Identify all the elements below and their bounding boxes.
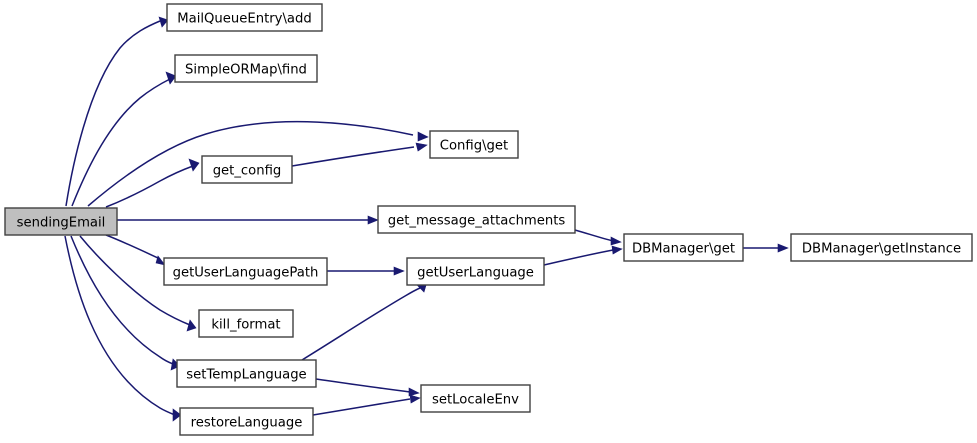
node-box[interactable]: [429, 130, 519, 159]
node-label: Config\get: [440, 139, 508, 154]
node-box[interactable]: [406, 257, 545, 286]
graph-node-SimpleORMapFind[interactable]: SimpleORMap\find: [174, 54, 318, 83]
call-edge: [543, 245, 623, 266]
node-label: DBManager\get: [632, 242, 735, 257]
call-edge: [312, 394, 421, 416]
node-label: getUserLanguagePath: [173, 266, 319, 281]
graph-node-getUserLanguagePath[interactable]: getUserLanguagePath: [163, 257, 328, 286]
call-edge: [79, 235, 197, 332]
graph-node-getUserLanguage[interactable]: getUserLanguage: [406, 257, 545, 286]
graph-node-sendingEmail[interactable]: sendingEmail: [4, 207, 118, 236]
call-edge: [301, 281, 428, 361]
node-label: SimpleORMap\find: [185, 63, 307, 78]
node-label: kill_format: [211, 318, 280, 333]
graph-node-DBManagerGetInstance[interactable]: DBManager\getInstance: [790, 233, 973, 262]
node-box[interactable]: [179, 407, 314, 436]
call-edge: [743, 243, 789, 253]
edges-layer: [64, 16, 789, 422]
graph-node-setLocaleEnv[interactable]: setLocaleEnv: [420, 384, 531, 413]
call-edge: [70, 235, 181, 371]
node-box[interactable]: [790, 233, 973, 262]
call-edge: [64, 235, 182, 422]
call-edge: [574, 229, 622, 246]
node-label: MailQueueEntry\add: [177, 12, 311, 27]
node-box[interactable]: [166, 3, 323, 32]
call-edge: [327, 266, 405, 276]
node-label: restoreLanguage: [191, 416, 303, 431]
call-edge: [65, 16, 169, 207]
node-box[interactable]: [163, 257, 328, 286]
graph-node-ConfigGet[interactable]: Config\get: [429, 130, 519, 159]
call-edge: [105, 158, 200, 208]
node-box[interactable]: [420, 384, 531, 413]
node-box[interactable]: [201, 155, 293, 184]
graph-node-DBManagerGet[interactable]: DBManager\get: [623, 233, 744, 262]
call-edge: [117, 215, 379, 225]
node-label: DBManager\getInstance: [802, 242, 961, 257]
graph-node-restoreLanguage[interactable]: restoreLanguage: [179, 407, 314, 436]
call-edge: [71, 71, 177, 207]
node-label: sendingEmail: [17, 216, 106, 231]
nodes-layer: sendingEmail MailQueueEntry\addSimpleORMa…: [4, 3, 973, 436]
node-label: setTempLanguage: [186, 368, 306, 383]
call-edge: [105, 234, 166, 266]
graph-node-setTempLanguage[interactable]: setTempLanguage: [176, 359, 317, 388]
graph-node-MailQueueEntryAdd[interactable]: MailQueueEntry\add: [166, 3, 323, 32]
graph-node-killFormat[interactable]: kill_format: [198, 309, 294, 338]
node-label: getUserLanguage: [417, 266, 534, 281]
node-label: setLocaleEnv: [432, 393, 519, 408]
node-box[interactable]: [176, 359, 317, 388]
call-edge: [87, 120, 429, 207]
node-box[interactable]: [4, 207, 118, 236]
node-label: get_config: [213, 164, 282, 179]
node-box[interactable]: [198, 309, 294, 338]
node-box[interactable]: [623, 233, 744, 262]
call-edge: [315, 378, 420, 397]
graph-node-getConfig[interactable]: get_config: [201, 155, 293, 184]
graph-node-getMessageAttachments[interactable]: get_message_attachments: [377, 205, 576, 234]
node-label: get_message_attachments: [388, 214, 566, 229]
node-box[interactable]: [377, 205, 576, 234]
call-edge: [291, 142, 428, 167]
node-box[interactable]: [174, 54, 318, 83]
